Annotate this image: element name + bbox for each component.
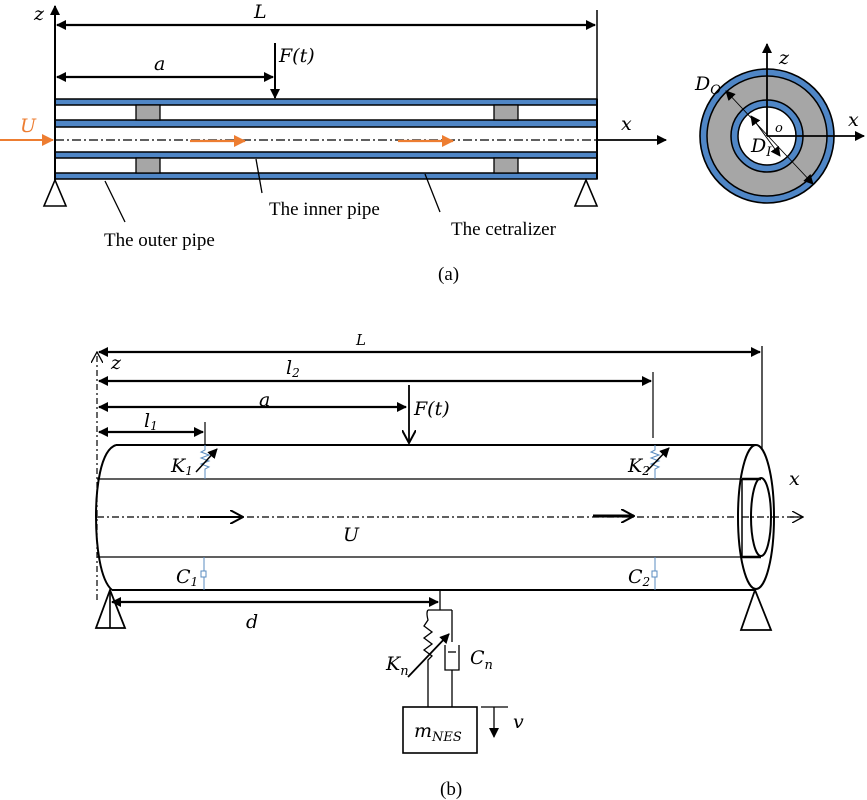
support-right-a xyxy=(573,177,599,207)
force-label-b: F(t) xyxy=(413,398,450,420)
inner-diameter-label: DI xyxy=(750,135,772,160)
z-axis-label-b: z xyxy=(110,352,122,374)
l1-label: l1 xyxy=(144,410,158,433)
nes-attachment xyxy=(402,590,478,754)
kn-label: Kn xyxy=(385,653,409,679)
length-label-a: L xyxy=(253,1,267,23)
length-label-b: L xyxy=(355,331,366,349)
figure-b: z L l2 a F(t) l1 xyxy=(96,331,803,800)
cn-label: Cn xyxy=(470,647,493,673)
nes-spring-arrow xyxy=(407,633,450,678)
nes-mass-block xyxy=(402,706,478,754)
spring-k2-coil xyxy=(649,445,661,479)
centralizer-leader xyxy=(424,173,441,213)
mass-label: mNES xyxy=(414,720,462,745)
c1-label: C1 xyxy=(176,566,198,589)
outer-diameter-label: DO xyxy=(694,73,721,98)
origin-label: o xyxy=(775,121,783,136)
flow-label-a: U xyxy=(20,115,37,137)
x-axis-label-a: x xyxy=(621,113,632,135)
displacement-label: v xyxy=(513,711,524,733)
outer-pipe-leader xyxy=(104,180,126,223)
outer-pipe-label: The outer pipe xyxy=(104,230,215,251)
figure-a: z L a F(t) x xyxy=(0,1,865,285)
damper-c1-body xyxy=(200,570,207,578)
centralizer-top-right xyxy=(493,104,519,121)
z-axis-label-a: z xyxy=(33,3,45,25)
caption-b: (b) xyxy=(440,779,462,800)
k1-label: K1 xyxy=(170,455,193,478)
force-label-a: F(t) xyxy=(278,45,315,67)
c2-label: C2 xyxy=(628,566,650,589)
centralizer-bottom-right xyxy=(493,157,519,174)
centralizer-label: The cetralizer xyxy=(451,219,557,240)
pipe-left-end-curve xyxy=(94,444,117,591)
inner-diameter-dimension xyxy=(750,115,781,157)
pipe-assembly xyxy=(54,98,598,180)
spring-k2-arrow xyxy=(645,447,670,473)
d-label: d xyxy=(246,611,258,633)
inner-pipe-label: The inner pipe xyxy=(269,199,380,220)
inner-pipe-leader xyxy=(255,158,263,194)
x-axis-label-section: x xyxy=(848,109,859,131)
inner-pipe-bottom-wall xyxy=(54,151,598,159)
damper-c2 xyxy=(651,557,658,590)
nes-damper-cup xyxy=(444,645,460,671)
flow-label-b: U xyxy=(343,524,360,546)
inner-pipe-top-wall xyxy=(54,119,598,128)
outer-pipe-bottom-wall xyxy=(54,172,598,180)
a-label-b: a xyxy=(259,389,270,411)
force-position-label-a: a xyxy=(154,53,165,75)
spring-k1-arrow xyxy=(195,448,218,473)
l2-label: l2 xyxy=(286,357,300,380)
x-axis-label-b: x xyxy=(789,468,800,490)
support-left-b xyxy=(94,587,127,629)
support-left-a xyxy=(42,177,68,207)
outer-pipe-top-wall xyxy=(54,98,598,106)
damper-c2-body xyxy=(651,570,658,578)
centralizer-top-left xyxy=(135,104,161,121)
spring-k2 xyxy=(645,445,670,479)
damper-c1 xyxy=(200,557,207,590)
support-right-b xyxy=(739,587,773,631)
centralizer-bottom-left xyxy=(135,157,161,174)
k2-label: K2 xyxy=(627,455,650,478)
cross-section: z x o DO DI xyxy=(694,43,865,204)
nes-spring xyxy=(422,609,434,707)
spring-k1-coil xyxy=(199,445,211,479)
spring-k1 xyxy=(195,445,218,479)
z-axis-label-section: z xyxy=(778,47,790,69)
caption-a: (a) xyxy=(438,264,459,285)
